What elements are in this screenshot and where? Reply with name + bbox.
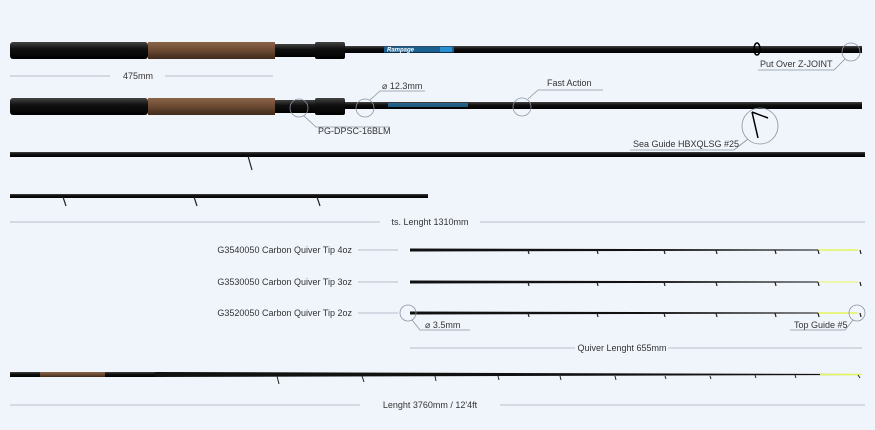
- guide-icon: [715, 281, 718, 287]
- mid-section: [10, 152, 865, 171]
- handle-length-dimension: 475mm: [10, 71, 273, 81]
- quiver-callouts: ⌀ 3.5mm Top Guide #5 Quiver Lenght 655mm: [399, 304, 866, 353]
- tip-section: [10, 194, 428, 207]
- sea-guide-callout: Sea Guide HBXQLSG #25: [633, 139, 739, 149]
- guide-icon: [715, 312, 718, 318]
- guide-icon: [774, 281, 777, 287]
- action-callout: Fast Action: [547, 78, 592, 88]
- guide-icon: [753, 42, 761, 56]
- svg-text:ts. Lenght 1310mm: ts. Lenght 1310mm: [391, 217, 468, 227]
- guide-icon: [774, 312, 777, 318]
- guide-icon: [715, 249, 718, 255]
- guide-icon: [817, 281, 820, 287]
- quiver-tip-label: G3530050 Carbon Quiver Tip 3oz: [217, 277, 352, 287]
- guide-icon: [596, 249, 599, 255]
- z-joint-callout: Put Over Z-JOINT: [760, 59, 833, 69]
- svg-text:Lenght 3760mm / 12'4ft: Lenght 3760mm / 12'4ft: [383, 400, 478, 410]
- guide-icon: [817, 312, 820, 318]
- diameter-callout: ⌀ 12.3mm: [382, 81, 422, 91]
- quiver-diameter-callout: ⌀ 3.5mm: [425, 320, 460, 330]
- reel-seat-callout: PG-DPSC-16BLM: [318, 126, 391, 136]
- transport-length-dimension: ts. Lenght 1310mm: [10, 217, 865, 227]
- quiver-blank: [410, 280, 818, 284]
- butt-section-1: Rampage Put Over Z-JOINT: [10, 42, 862, 71]
- butt-section-2: PG-DPSC-16BLM ⌀ 12.3mm Fast Action Sea G…: [10, 78, 862, 151]
- quiver-tip: G3520050 Carbon Quiver Tip 2oz: [217, 308, 862, 318]
- brand-decal-text: Rampage: [387, 48, 415, 54]
- guide-icon: [774, 249, 777, 255]
- guide-icon: [859, 312, 862, 318]
- quiver-tip: G3540050 Carbon Quiver Tip 4oz: [217, 245, 862, 255]
- guide-icon: [859, 249, 862, 255]
- quiver-tip-label: G3540050 Carbon Quiver Tip 4oz: [217, 245, 352, 255]
- guide-icon: [527, 249, 530, 255]
- total-length-dimension: Lenght 3760mm / 12'4ft: [10, 400, 865, 410]
- guide-icon: [527, 312, 530, 318]
- sea-guide-icon: [751, 111, 769, 139]
- guide-icon: [817, 249, 820, 255]
- quiver-tip: G3530050 Carbon Quiver Tip 3oz: [217, 277, 862, 287]
- top-guide-callout: Top Guide #5: [794, 320, 848, 330]
- guide-icon: [527, 281, 530, 287]
- guide-icon: [663, 312, 666, 318]
- brand-decal: [384, 46, 454, 53]
- quiver-blank: [410, 311, 818, 315]
- quiver-blank: [410, 248, 818, 252]
- quiver-length: Quiver Lenght 655mm: [577, 343, 666, 353]
- svg-text:475mm: 475mm: [123, 71, 153, 81]
- guide-icon: [663, 281, 666, 287]
- guide-icon: [859, 281, 862, 287]
- quiver-tip-label: G3520050 Carbon Quiver Tip 2oz: [217, 308, 352, 318]
- assembled-rod: [10, 372, 862, 385]
- guide-icon: [596, 312, 599, 318]
- guide-icon: [596, 281, 599, 287]
- guide-icon: [663, 249, 666, 255]
